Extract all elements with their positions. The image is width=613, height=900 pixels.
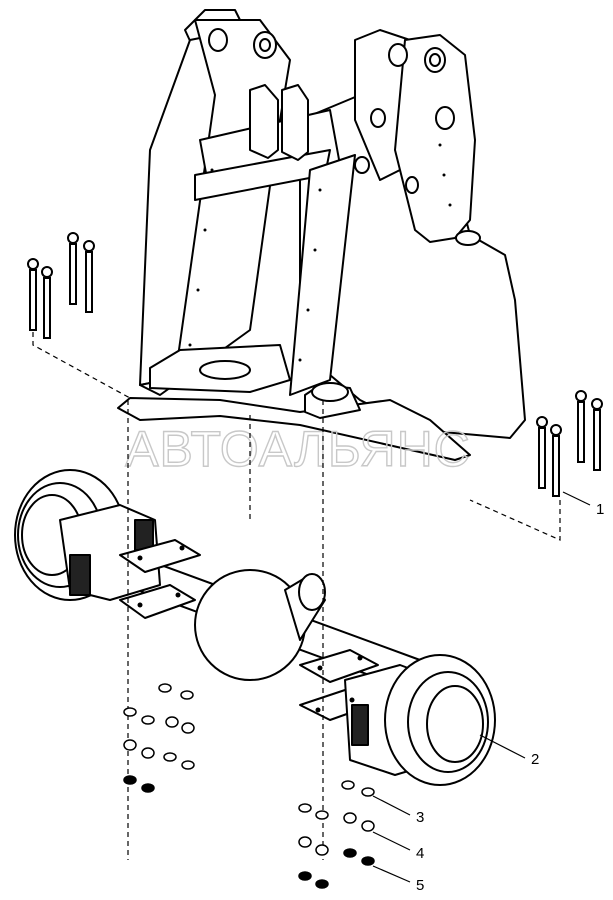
frame-tower [117, 9, 526, 461]
bolt [591, 398, 603, 471]
frame-rivets [188, 143, 452, 362]
bolt [67, 232, 79, 305]
bolt [536, 416, 548, 489]
assembly-lines [32, 332, 561, 860]
callout-leaders [372, 491, 591, 883]
frame-holes [199, 28, 481, 402]
bolt [41, 266, 53, 339]
hardware-left [123, 683, 195, 793]
bolt-set-left [27, 232, 95, 339]
callout-3-label: 3 [416, 809, 424, 826]
bolt [575, 390, 587, 463]
callout-5-label: 5 [416, 877, 424, 894]
axle [14, 469, 496, 786]
callout-4-label: 4 [416, 845, 424, 862]
callout-1-label: 1 [596, 501, 604, 518]
bolt [83, 240, 95, 313]
callout-2-label: 2 [531, 751, 539, 768]
bolt-set-right [536, 390, 603, 497]
mount-plate-holes [137, 545, 363, 713]
watermark: АВТОАЛЬЯНС [125, 421, 471, 477]
bolt [550, 424, 562, 497]
hardware-right [298, 780, 375, 889]
bolt [27, 258, 39, 331]
